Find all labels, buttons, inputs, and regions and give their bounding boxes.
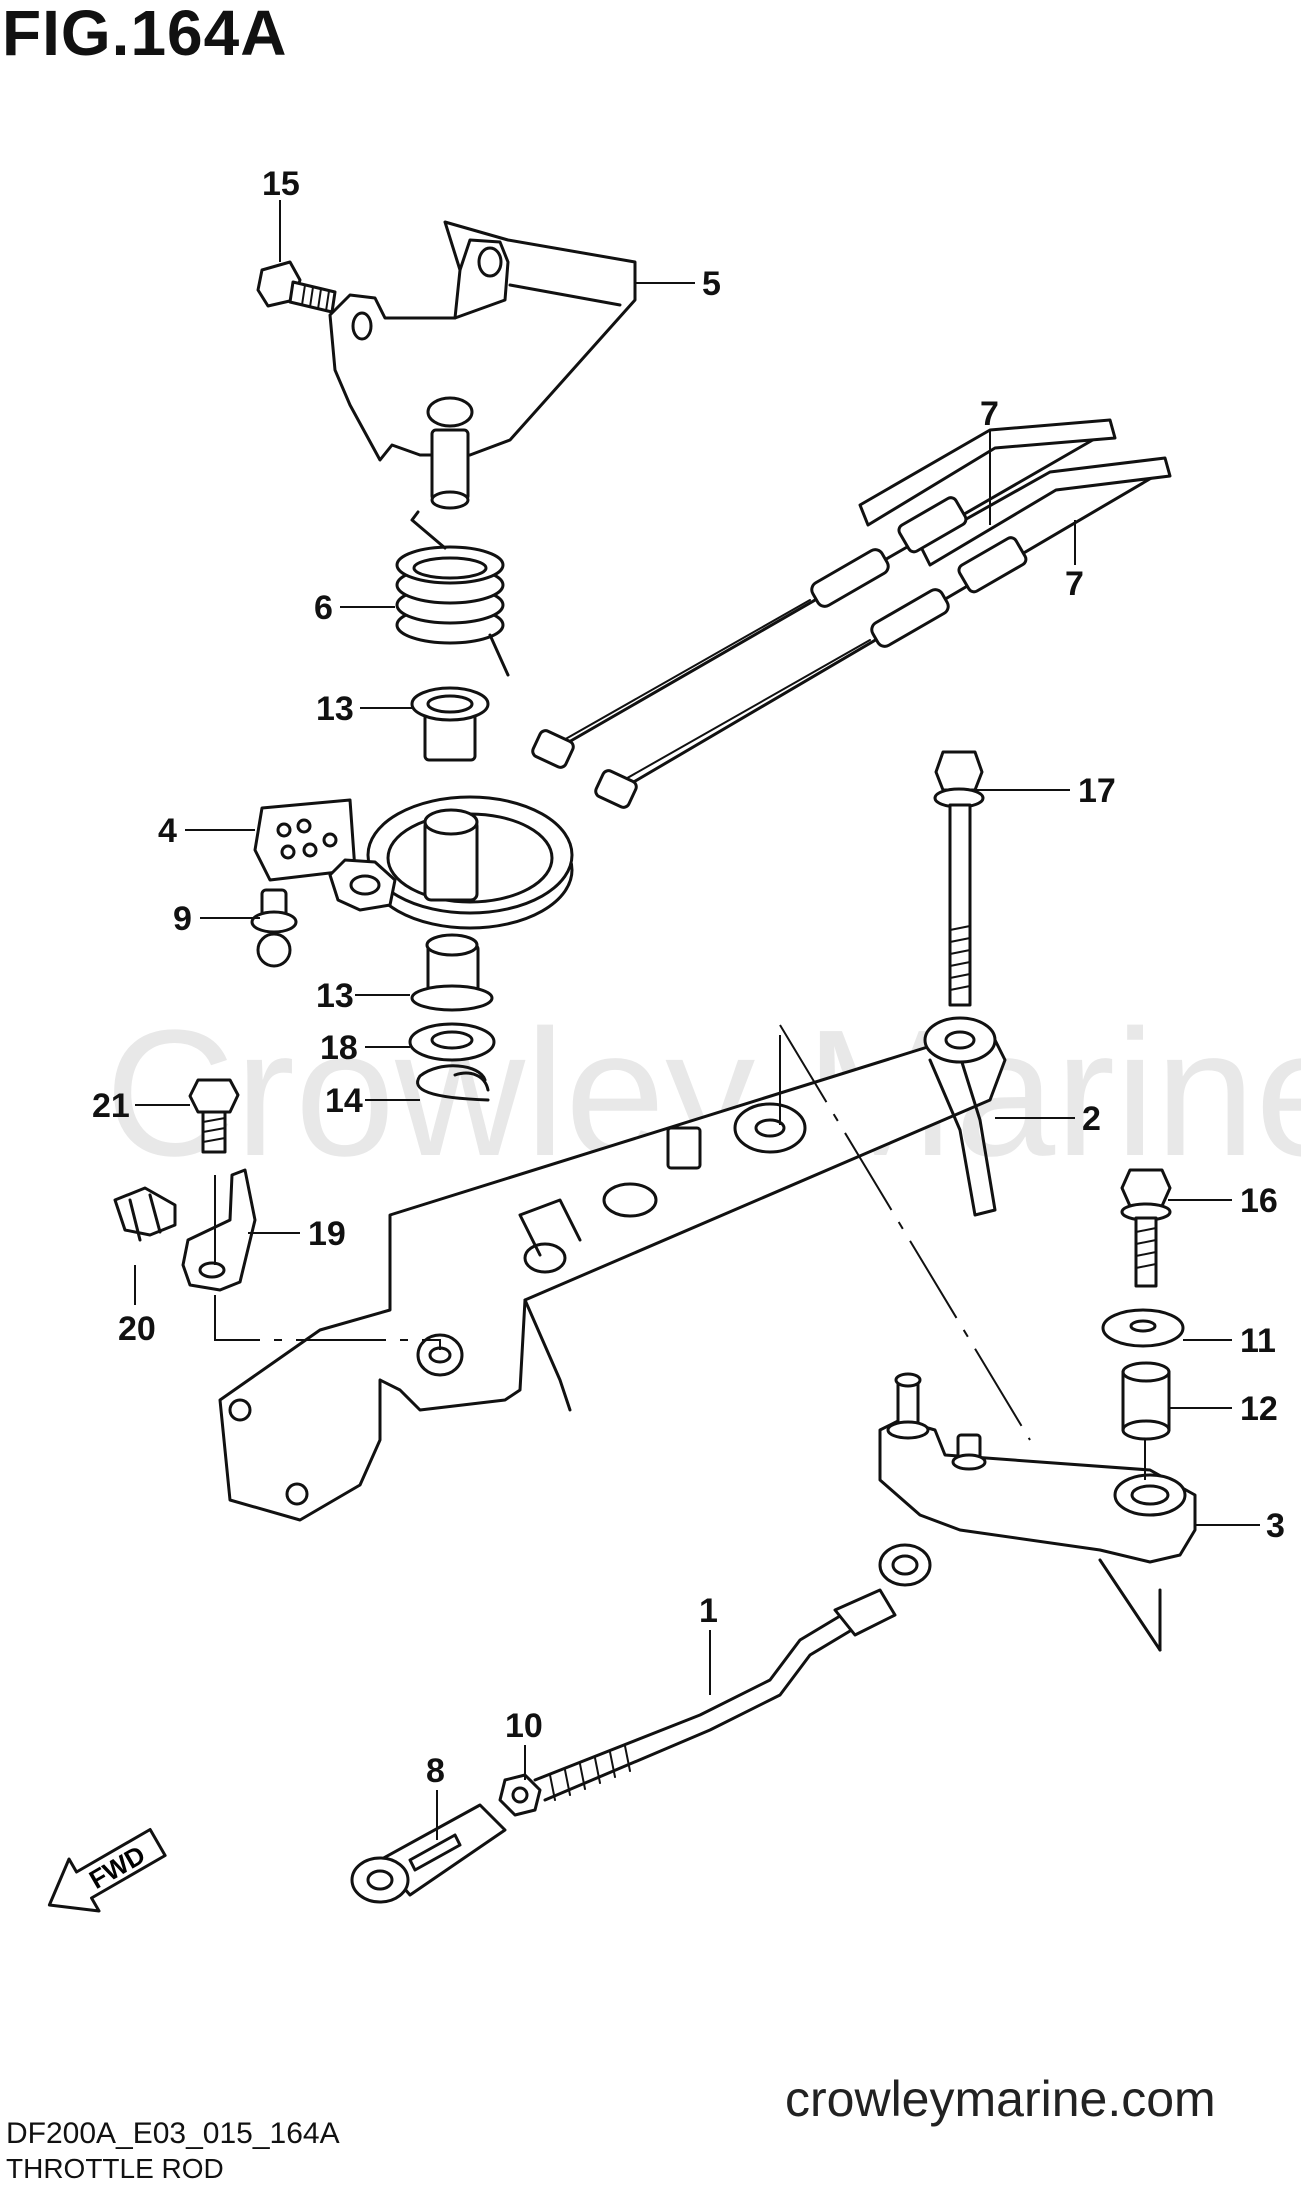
fwd-arrow-icon: FWD	[47, 1828, 167, 1913]
callout-12: 12	[1240, 1390, 1278, 1428]
part-11-washer	[1101, 1308, 1185, 1348]
part-3-throttle-lever	[878, 1372, 1197, 1564]
callout-6: 6	[314, 589, 333, 627]
callout-10: 10	[505, 1707, 543, 1745]
callout-9: 9	[173, 900, 192, 938]
callout-7-lower: 7	[1065, 565, 1084, 603]
part-13-upper-bushing	[410, 686, 490, 762]
part-20-clip	[113, 1186, 177, 1242]
part-6-spring	[395, 510, 510, 677]
callout-18: 18	[320, 1029, 358, 1067]
part-9-ball-joint	[250, 888, 298, 968]
callout-1: 1	[699, 1592, 718, 1630]
callout-14: 14	[325, 1082, 363, 1120]
part-8-rod-end	[350, 1803, 507, 1904]
part-21-bolt	[188, 1078, 240, 1154]
part-19-bracket-plate	[181, 1168, 257, 1292]
callout-13-lower: 13	[316, 977, 354, 1015]
callout-8: 8	[426, 1752, 445, 1790]
part-14-e-clip	[416, 1064, 490, 1102]
diagram-subtitle: THROTTLE ROD	[6, 2153, 224, 2184]
callout-3: 3	[1266, 1507, 1285, 1545]
part-18-washer	[408, 1022, 496, 1062]
part-13-lower-bushing	[410, 933, 494, 1012]
callout-4: 4	[158, 812, 177, 850]
part-15-bolt	[256, 260, 337, 314]
part-5-bracket	[328, 220, 637, 510]
part-17-long-bolt	[933, 750, 985, 1007]
callout-17: 17	[1078, 772, 1116, 810]
callout-16: 16	[1240, 1182, 1278, 1220]
callout-5: 5	[702, 265, 721, 303]
callout-7-upper: 7	[980, 395, 999, 433]
callout-21: 21	[92, 1087, 130, 1125]
callout-11: 11	[1240, 1322, 1276, 1360]
callout-15: 15	[262, 165, 300, 203]
callout-2: 2	[1082, 1100, 1101, 1138]
callout-19: 19	[308, 1215, 346, 1253]
model-code: DF200A_E03_015_164A	[6, 2117, 340, 2150]
leader-lines	[134, 200, 1260, 1840]
part-1-throttle-rod	[533, 1543, 932, 1802]
part-2-lever-arm	[218, 1016, 1007, 1522]
figure-title: FIG.164A	[2, 0, 288, 69]
part-12-collar	[1121, 1361, 1171, 1441]
part-10-nut	[498, 1773, 542, 1817]
callouts: 15 5 7 7 6 13 4 9 13 18 14 21 19 20 17 2…	[92, 165, 1285, 1790]
part-7-throttle-cables	[531, 418, 1172, 809]
callout-20: 20	[118, 1310, 156, 1348]
assembly-lines	[214, 1024, 1162, 1652]
callout-13-upper: 13	[316, 690, 354, 728]
part-16-bolt	[1120, 1168, 1172, 1288]
website-label: crowleymarine.com	[785, 2071, 1216, 2127]
part-4-throttle-drum	[253, 795, 574, 930]
